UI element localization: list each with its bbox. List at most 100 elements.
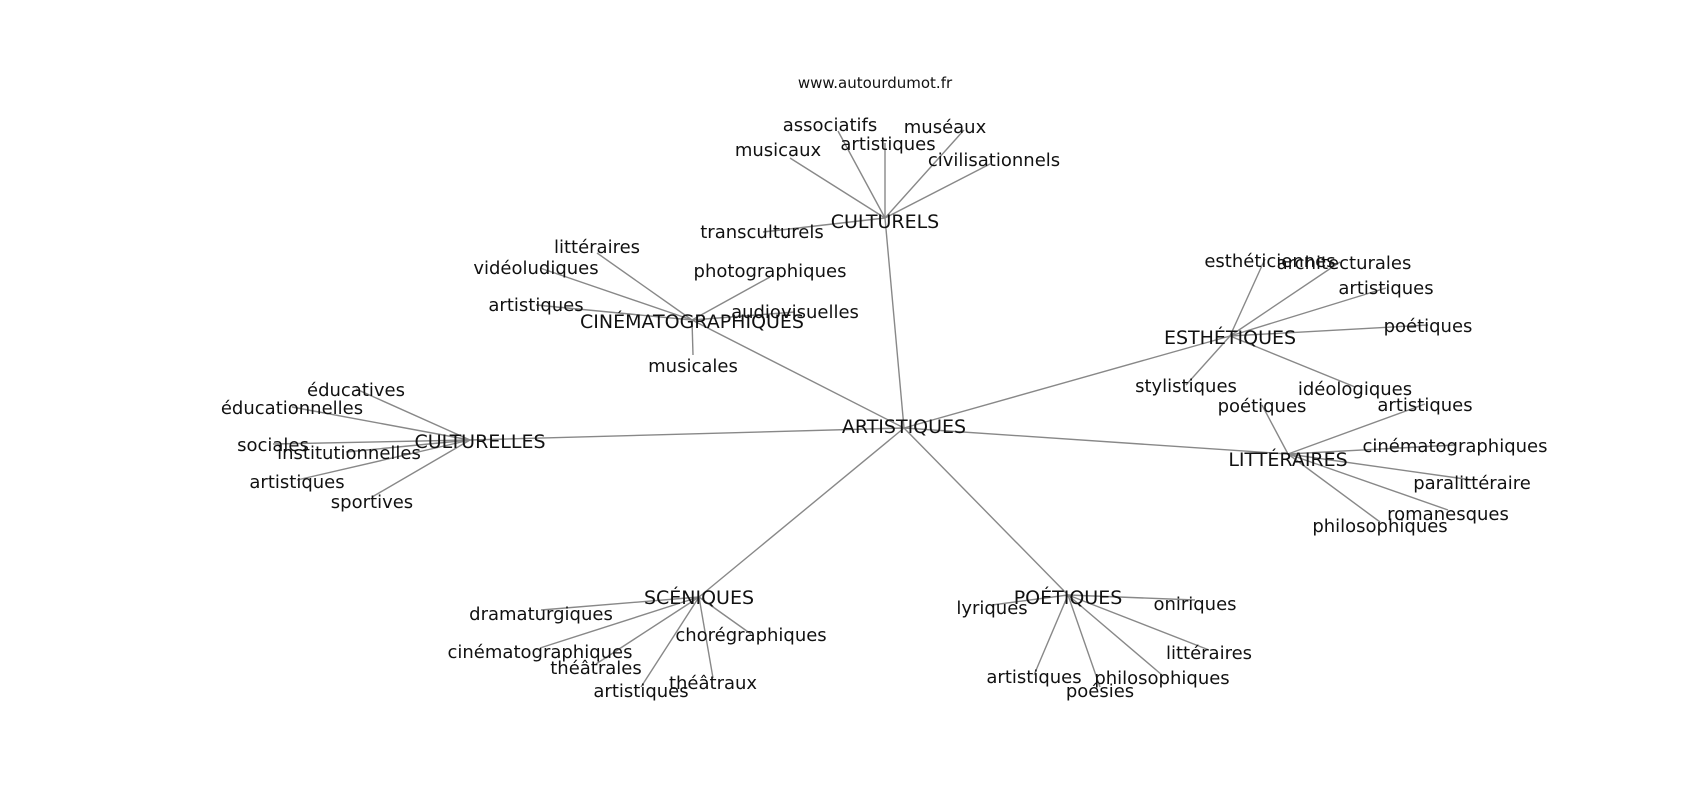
- leaf-node-label: institutionnelles: [277, 443, 421, 464]
- edge-culturelles-leaf: [272, 439, 471, 445]
- leaf-node-label: musicaux: [735, 140, 822, 161]
- edge-poetiques-leaf: [1067, 594, 1196, 601]
- edge-poetiques-leaf: [1067, 594, 1210, 651]
- leaf-node-label: philosophiques: [1094, 668, 1229, 689]
- leaf-node-label: littéraires: [554, 237, 640, 258]
- hub-node-label-poetiques: POÉTIQUES: [1014, 586, 1123, 609]
- edge-cinematographiques-leaf: [691, 311, 796, 321]
- leaf-node-label: poétiques: [1384, 316, 1473, 337]
- edge-center-sceniques: [698, 427, 905, 598]
- edge-culturels-leaf: [789, 157, 886, 219]
- leaf-node-label: théâtraux: [669, 673, 757, 694]
- edge-sceniques-leaf: [539, 596, 700, 649]
- edge-culturelles-leaf: [296, 439, 471, 481]
- hub-node-label-cinematographiques: CINÉMATOGRAPHIQUES: [580, 310, 804, 333]
- edge-center-culturels: [884, 217, 905, 429]
- edge-esthetiques-leaf: [1229, 324, 1429, 337]
- leaf-node-label: idéologiques: [1298, 379, 1412, 400]
- edge-layer: [272, 129, 1473, 688]
- leaf-node-label: romanesques: [1387, 504, 1509, 525]
- edge-poetiques-leaf: [1067, 594, 1163, 676]
- edge-litteraires-leaf: [1287, 453, 1449, 511]
- hub-node-label-litteraires: LITTÉRAIRES: [1228, 448, 1347, 471]
- leaf-node-label: muséaux: [904, 117, 987, 138]
- edge-cinematographiques-leaf: [691, 276, 771, 321]
- leaf-node-label: cinématographiques: [448, 642, 633, 663]
- edge-poetiques-leaf: [1033, 594, 1069, 676]
- leaf-node-label: oniriques: [1153, 594, 1236, 615]
- leaf-node-label: dramaturgiques: [469, 604, 613, 625]
- leaf-node-label: photographiques: [694, 261, 847, 282]
- leaf-node-label: philosophiques: [1312, 516, 1447, 537]
- edge-cinematographiques-leaf: [596, 252, 693, 321]
- leaf-node-label: littéraires: [1166, 643, 1252, 664]
- leaf-node-label: stylistiques: [1135, 376, 1237, 397]
- leaf-node-label: artistiques: [1377, 395, 1472, 416]
- leaf-node-label: sociales: [237, 435, 309, 456]
- hub-node-label-sceniques: SCÉNIQUES: [644, 586, 754, 609]
- leaf-node-label: lyriques: [956, 598, 1027, 619]
- edge-culturelles-leaf: [371, 439, 471, 498]
- edge-center-esthetiques: [903, 335, 1231, 429]
- leaf-node-label: paralittéraire: [1413, 473, 1531, 494]
- edge-culturelles-leaf: [291, 406, 471, 441]
- edge-esthetiques-leaf: [1185, 335, 1231, 386]
- edge-sceniques-leaf: [540, 596, 700, 611]
- leaf-node-label: esthéticiennes: [1204, 251, 1335, 272]
- edge-cinematographiques-leaf: [535, 304, 693, 321]
- leaf-node-label: artistiques: [1338, 278, 1433, 299]
- leaf-node-label: éducatives: [307, 380, 405, 401]
- leaf-node-label: audiovisuelles: [731, 302, 859, 323]
- edge-culturels-leaf: [837, 130, 886, 219]
- source-label: www.autourdumot.fr: [798, 74, 953, 92]
- edge-sceniques-leaf: [640, 596, 700, 688]
- edge-culturelles-leaf: [345, 439, 471, 453]
- edge-esthetiques-leaf: [1229, 287, 1387, 337]
- edge-cinematographiques-leaf: [539, 267, 693, 321]
- edge-litteraires-leaf: [1287, 453, 1473, 481]
- label-layer: www.autourdumot.fr ARTISTIQUES associati…: [221, 74, 1548, 702]
- leaf-node-label: vidéoludiques: [473, 258, 598, 279]
- edge-esthetiques-leaf: [1229, 335, 1356, 388]
- leaf-node-label: musicales: [648, 356, 738, 377]
- leaf-node-label: artistiques: [593, 681, 688, 702]
- leaf-node-label: poétiques: [1218, 396, 1307, 417]
- edge-cinematographiques-leaf: [691, 319, 694, 356]
- center-node-label: ARTISTIQUES: [842, 416, 966, 438]
- leaf-node-label: transculturels: [700, 222, 824, 243]
- edge-litteraires-leaf: [1287, 444, 1456, 455]
- leaf-node-label: artistiques: [840, 134, 935, 155]
- leaf-node-label: artistiques: [488, 295, 583, 316]
- leaf-node-label: poésies: [1066, 681, 1134, 702]
- hub-node-label-esthetiques: ESTHÉTIQUES: [1164, 326, 1296, 349]
- edge-poetiques-leaf: [991, 594, 1069, 606]
- edge-center-culturelles: [469, 427, 905, 441]
- leaf-node-label: chorégraphiques: [675, 625, 826, 646]
- edge-sceniques-leaf: [698, 596, 752, 635]
- edge-esthetiques-leaf: [1229, 258, 1266, 337]
- edge-center-litteraires: [903, 427, 1289, 455]
- leaf-node-label: civilisationnels: [928, 150, 1060, 171]
- leaf-node-label: théâtrales: [550, 658, 642, 679]
- edge-sceniques-leaf: [698, 596, 714, 679]
- leaf-node-label: artistiques: [986, 667, 1081, 688]
- edge-culturelles-leaf: [355, 388, 471, 441]
- edge-litteraires-leaf: [1261, 404, 1289, 455]
- leaf-node-label: architecturales: [1277, 253, 1412, 274]
- edge-poetiques-leaf: [1067, 594, 1101, 688]
- edge-culturels-leaf: [884, 129, 965, 219]
- edge-sceniques-leaf: [595, 596, 700, 665]
- edge-center-poetiques: [903, 427, 1069, 596]
- leaf-node-label: associatifs: [783, 115, 878, 136]
- edge-esthetiques-leaf: [1229, 261, 1341, 337]
- edge-culturels-leaf: [762, 217, 886, 233]
- edge-litteraires-leaf: [1287, 403, 1426, 455]
- hub-node-label-culturels: CULTURELS: [831, 211, 940, 233]
- leaf-node-label: sportives: [331, 492, 413, 513]
- hub-node-label-culturelles: CULTURELLES: [414, 431, 545, 453]
- edge-culturels-leaf: [884, 163, 991, 219]
- leaf-node-label: éducationnelles: [221, 398, 363, 419]
- leaf-node-label: artistiques: [249, 472, 344, 493]
- edge-center-cinematographiques: [691, 319, 905, 429]
